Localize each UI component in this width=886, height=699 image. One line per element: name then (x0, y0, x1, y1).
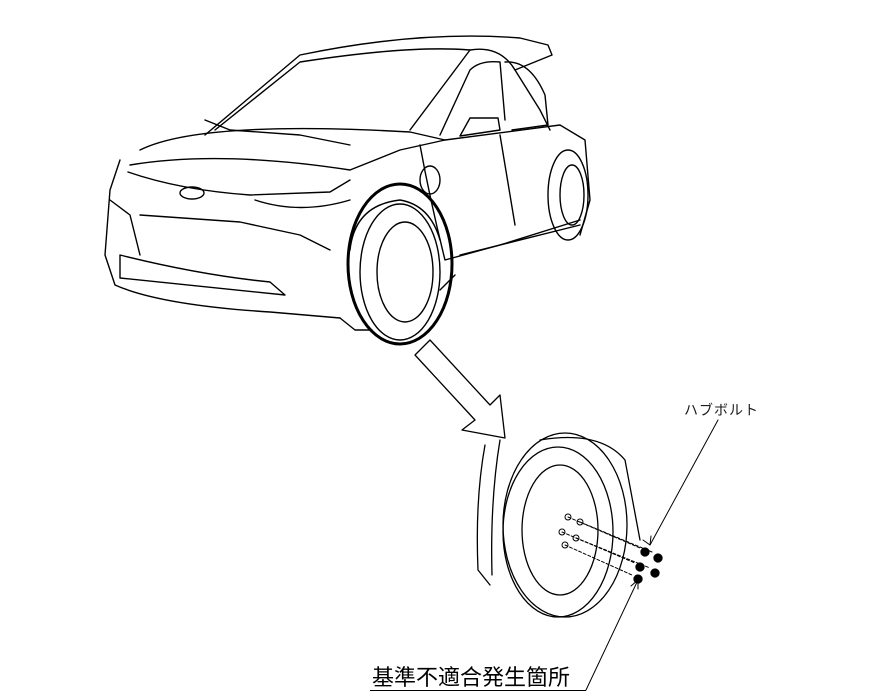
location-leader (585, 579, 639, 691)
rear-wheel (547, 149, 589, 241)
hub-bolt-leader (642, 419, 719, 546)
emblem (179, 186, 205, 200)
defect-location-underline (370, 690, 586, 691)
detail-wheel (476, 432, 663, 618)
charge-port (419, 165, 441, 195)
front-wheel (349, 199, 441, 341)
zoom-arrow (414, 339, 506, 439)
front-grille (119, 254, 286, 296)
hub-bolt-label: ハブボルト (684, 403, 759, 419)
highlight-circle (346, 182, 454, 346)
side-mirror (459, 117, 501, 137)
hub-bolt-holes (558, 513, 653, 576)
hub-bolts (633, 547, 663, 584)
defect-location-label: 基準不適合発生箇所 (372, 666, 571, 691)
car-body (104, 35, 591, 341)
